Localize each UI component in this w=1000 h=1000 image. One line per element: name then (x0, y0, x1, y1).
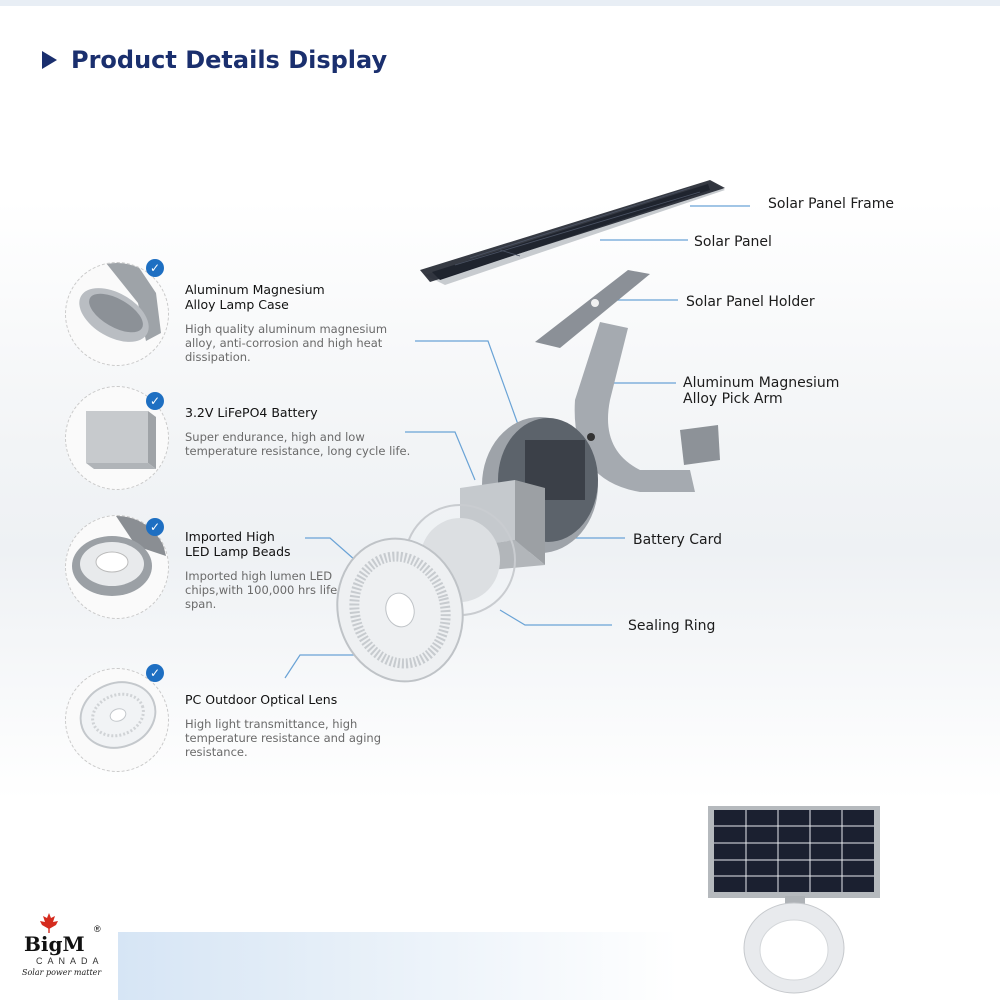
label-solar-panel-frame: Solar Panel Frame (768, 196, 894, 212)
check-icon: ✓ (146, 518, 164, 536)
page-title: Product Details Display (71, 46, 388, 74)
section-header: Product Details Display (42, 46, 387, 74)
feature-optical-lens: PC Outdoor Optical Lens High light trans… (185, 692, 415, 759)
triangle-right-icon (42, 51, 57, 69)
feature-desc: Super endurance, high and low temperatur… (185, 430, 411, 458)
brand-tagline: Solar power matter (22, 968, 102, 977)
lamp-case-thumbnail (65, 262, 169, 366)
check-icon: ✓ (146, 664, 164, 682)
feature-led-beads: Imported High LED Lamp Beads Imported hi… (185, 529, 415, 611)
check-icon: ✓ (146, 259, 164, 277)
optical-lens-thumbnail (65, 668, 169, 772)
registered-mark: ® (94, 924, 101, 934)
brand-logo: BigM ® CANADA Solar power matter (22, 912, 112, 982)
feature-lamp-case: Aluminum Magnesium Alloy Lamp Case High … (185, 282, 415, 364)
feature-title: Imported High LED Lamp Beads (185, 529, 291, 559)
label-sealing-ring: Sealing Ring (628, 618, 716, 634)
feature-desc: High quality aluminum magnesium alloy, a… (185, 322, 388, 364)
footer-gradient-bar (118, 932, 678, 1000)
feature-desc: Imported high lumen LED chips,with 100,0… (185, 569, 338, 611)
feature-battery: 3.2V LiFePO4 Battery Super endurance, hi… (185, 405, 435, 458)
feature-desc: High light transmittance, high temperatu… (185, 717, 381, 759)
product-preview-image (708, 806, 880, 994)
feature-title: 3.2V LiFePO4 Battery (185, 405, 318, 420)
label-solar-panel-holder: Solar Panel Holder (686, 294, 815, 310)
label-battery-card: Battery Card (633, 532, 723, 548)
feature-title: PC Outdoor Optical Lens (185, 692, 338, 707)
top-border (0, 0, 1000, 6)
maple-leaf-icon (40, 913, 58, 933)
battery-thumbnail (65, 386, 169, 490)
label-pick-arm: Aluminum Magnesium Alloy Pick Arm (683, 375, 840, 407)
solar-panel-shape (420, 180, 725, 285)
brand-country: CANADA (36, 956, 104, 966)
feature-title: Aluminum Magnesium Alloy Lamp Case (185, 282, 325, 312)
label-solar-panel: Solar Panel (694, 234, 772, 250)
check-icon: ✓ (146, 392, 164, 410)
brand-name: BigM (24, 932, 85, 956)
